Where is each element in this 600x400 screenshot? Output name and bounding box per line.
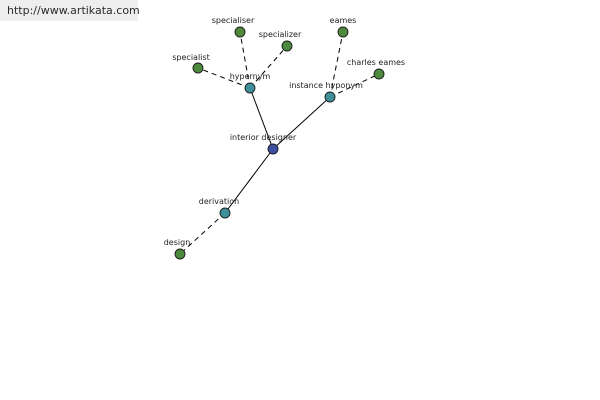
graph-nodes: interior designer hypernym instance hypony…	[164, 16, 405, 260]
node-label-specialist: specialist	[172, 53, 209, 62]
edge-derivation-to-design	[179, 212, 226, 255]
node-circle-specialist[interactable]	[192, 62, 204, 74]
node-charles-eames[interactable]: charles eames	[347, 58, 405, 80]
node-specialist[interactable]: specialist	[172, 53, 210, 74]
node-derivation[interactable]: derivation	[199, 197, 239, 219]
node-label-specializer: specializer	[259, 30, 302, 39]
node-label-eames: eames	[330, 16, 357, 25]
node-circle-derivation[interactable]	[219, 207, 231, 219]
edge-interior-designer-to-hypernym	[249, 87, 274, 150]
edge-hypernym-to-specialist	[197, 67, 251, 89]
node-specializer[interactable]: specializer	[259, 30, 302, 52]
edge-hypernym-to-specialiser	[239, 31, 251, 89]
node-circle-hypernym[interactable]	[244, 82, 256, 94]
node-label-interior-designer: interior designer	[230, 133, 297, 142]
edge-interior-designer-to-instance-hyponym	[272, 96, 331, 150]
node-label-design: design	[164, 238, 191, 247]
edge-instance-hyponym-to-charles-eames	[329, 73, 380, 98]
node-label-charles-eames: charles eames	[347, 58, 405, 67]
node-circle-specializer[interactable]	[281, 40, 293, 52]
source-banner: http://www.artikata.com	[0, 0, 140, 21]
graph-edges	[179, 31, 380, 255]
node-label-specialiser: specialiser	[212, 16, 255, 25]
node-circle-specialiser[interactable]	[234, 26, 246, 38]
node-circle-interior-designer[interactable]	[267, 143, 279, 155]
node-circle-instance-hyponym[interactable]	[324, 91, 336, 103]
edge-hypernym-to-specializer	[249, 45, 288, 89]
node-interior-designer[interactable]: interior designer	[230, 133, 297, 155]
node-instance-hyponym[interactable]: instance hyponym	[289, 81, 363, 103]
node-label-hypernym: hypernym	[230, 72, 271, 81]
node-design[interactable]: design	[164, 238, 191, 260]
edge-instance-hyponym-to-eames	[329, 31, 344, 98]
node-circle-eames[interactable]	[337, 26, 349, 38]
node-hypernym[interactable]: hypernym	[230, 72, 271, 94]
node-label-instance-hyponym: instance hyponym	[289, 81, 363, 90]
edge-interior-designer-to-derivation	[224, 148, 274, 214]
node-circle-charles-eames[interactable]	[373, 68, 385, 80]
node-circle-design[interactable]	[174, 248, 186, 260]
node-label-derivation: derivation	[199, 197, 239, 206]
source-link[interactable]: http://www.artikata.com	[7, 4, 140, 17]
node-eames[interactable]: eames	[330, 16, 357, 38]
node-specialiser[interactable]: specialiser	[212, 16, 255, 38]
